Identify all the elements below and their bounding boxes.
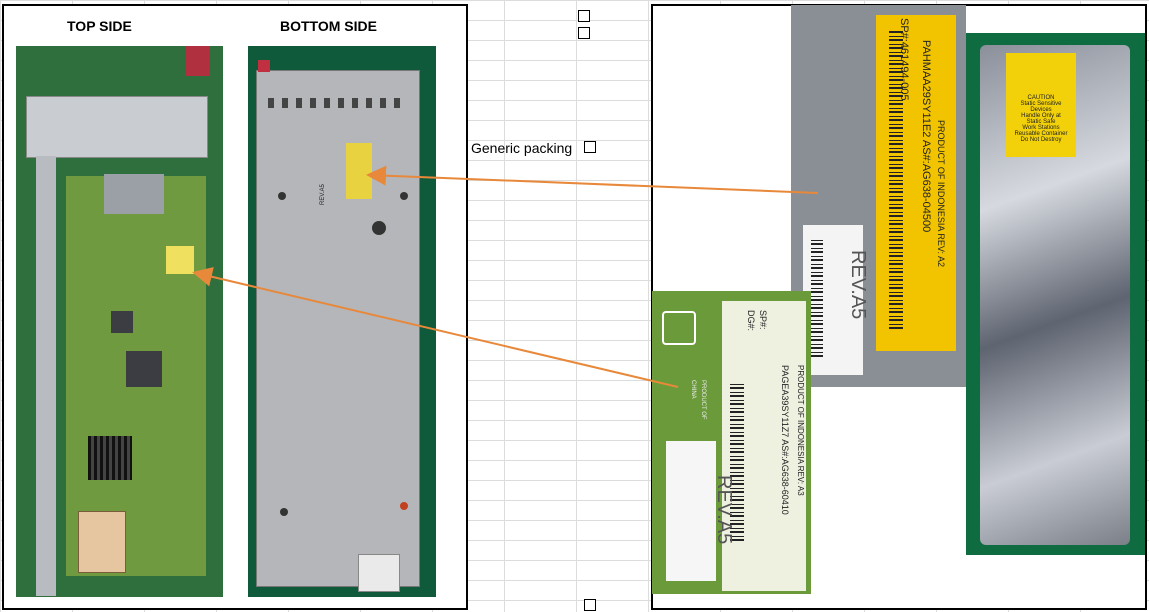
caution-line1: Static Sensitive bbox=[1020, 101, 1062, 107]
screw-hole bbox=[372, 221, 386, 235]
yellow-label-line2: PAHMAA29SY11E2 AS#:AG638-04500 bbox=[920, 40, 932, 233]
rear-connector bbox=[358, 554, 400, 592]
yellow-label-line3: PRODUCT OF INDONESIA REV: A2 bbox=[936, 120, 946, 268]
hp-label-line1: SP#: bbox=[758, 310, 768, 330]
hp-china: CHINA bbox=[690, 380, 696, 399]
hp-label-line2: DG#: bbox=[746, 310, 756, 332]
yellow-label-line1: SP#:461494-005 bbox=[898, 18, 910, 101]
top-side-heading: TOP SIDE bbox=[67, 18, 132, 34]
checkbox-1[interactable] bbox=[578, 10, 590, 22]
caution-line3: Handle Only at bbox=[1021, 113, 1061, 119]
side-rail bbox=[36, 156, 56, 596]
checkbox-generic-packing[interactable] bbox=[584, 141, 596, 153]
caution-line5: Work Stations bbox=[1022, 125, 1060, 131]
bottom-side-photo bbox=[248, 46, 436, 597]
caution-line6: Reusable Container bbox=[1014, 131, 1068, 137]
edge-connector bbox=[78, 511, 126, 573]
release-tab-bottom bbox=[258, 60, 270, 72]
heatsink bbox=[88, 436, 132, 480]
bottom-sticker-text: REV.A5 bbox=[320, 184, 326, 205]
hp-label-photo bbox=[652, 291, 811, 594]
chip-large bbox=[126, 351, 162, 387]
caution-label bbox=[1006, 53, 1076, 157]
packaging-photo: CAUTION Static Sensitive Devices Handle … bbox=[966, 33, 1145, 555]
yellow-barcode bbox=[889, 29, 903, 329]
checkbox-bottom[interactable] bbox=[584, 599, 596, 611]
white-barcode bbox=[811, 237, 823, 357]
release-tab bbox=[186, 46, 210, 76]
checkbox-2[interactable] bbox=[578, 27, 590, 39]
hp-label-line3: PAGEA39SY11Z7 AS#:AG638-60410 bbox=[780, 365, 790, 515]
label-closeup-photo bbox=[791, 5, 966, 387]
hp-logo bbox=[662, 311, 696, 345]
screw-hole bbox=[280, 508, 288, 516]
connector-top bbox=[104, 174, 164, 214]
screw-hole bbox=[400, 502, 408, 510]
caution-line2: Devices bbox=[1030, 107, 1052, 113]
board-label bbox=[166, 246, 194, 274]
chip-small bbox=[111, 311, 133, 333]
caution-line4: Static Safe bbox=[1026, 119, 1056, 125]
caution-text: CAUTION Static Sensitive Devices Handle … bbox=[1006, 95, 1076, 143]
caution-title: CAUTION bbox=[1027, 95, 1055, 101]
white-label-rev: REV.A5 bbox=[847, 250, 869, 320]
generic-packing-label: Generic packing bbox=[471, 140, 573, 156]
hp-product-of: PRODUCT OF bbox=[700, 380, 706, 420]
hp-rev-label bbox=[666, 441, 716, 581]
vent-slots bbox=[268, 98, 408, 108]
bottom-sticker bbox=[346, 143, 372, 199]
metal-tray bbox=[26, 96, 208, 158]
hp-rev: REV.A5 bbox=[713, 475, 735, 545]
hp-label-line4: PRODUCT OF INDONESIA REV: A3 bbox=[796, 365, 805, 496]
hp-barcode bbox=[730, 381, 744, 541]
screw-hole bbox=[278, 192, 286, 200]
top-side-photo bbox=[16, 46, 223, 597]
screw-hole bbox=[400, 192, 408, 200]
caution-line7: Do Not Destroy bbox=[1020, 137, 1062, 143]
bottom-side-heading: BOTTOM SIDE bbox=[280, 18, 377, 34]
